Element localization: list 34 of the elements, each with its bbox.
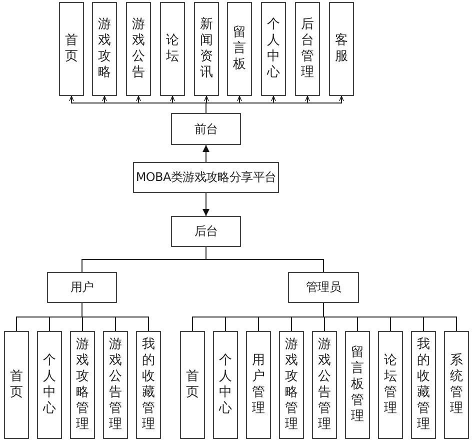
module-box: 游戏公告管理: [103, 331, 128, 439]
module-box: 留言板管理: [345, 331, 370, 439]
module-box: 留言板: [227, 2, 252, 96]
module-box: 游戏公告管理: [312, 331, 337, 439]
module-box: 游戏公告: [126, 2, 151, 96]
module-box: 个人中心: [37, 331, 62, 439]
module-box: 首页: [4, 331, 29, 439]
module-box: 论坛: [160, 2, 185, 96]
role-box: 用户: [47, 272, 117, 303]
module-box: 后台管理: [295, 2, 320, 96]
module-box: 游戏攻略管理: [279, 331, 304, 439]
module-box: 首页: [180, 331, 205, 439]
module-box: 我的收藏管理: [411, 331, 436, 439]
module-box: 用户管理: [246, 331, 271, 439]
role-box: 管理员: [288, 272, 359, 303]
connector-line: [323, 302, 457, 332]
connector-line: [82, 302, 149, 332]
module-box: 客服: [329, 2, 354, 96]
module-box: 论坛管理: [378, 331, 403, 439]
arrow: [202, 192, 210, 216]
module-box: 新闻资讯: [194, 2, 219, 96]
module-box: 个人中心: [213, 331, 238, 439]
module-box: 游戏攻略管理: [70, 331, 95, 439]
backend-box: 后台: [171, 216, 241, 247]
arrow: [202, 144, 210, 162]
arrow: [206, 96, 344, 114]
module-box: 个人中心: [261, 2, 286, 96]
module-box: 系统管理: [444, 331, 469, 439]
connector-line: [206, 246, 324, 272]
frontend-box: 前台: [171, 113, 241, 145]
module-box: 我的收藏管理: [136, 331, 161, 439]
platform-box: MOBA类游戏攻略分享平台: [133, 162, 279, 193]
module-box: 游戏攻略: [92, 2, 117, 96]
module-box: 首页: [59, 2, 84, 96]
